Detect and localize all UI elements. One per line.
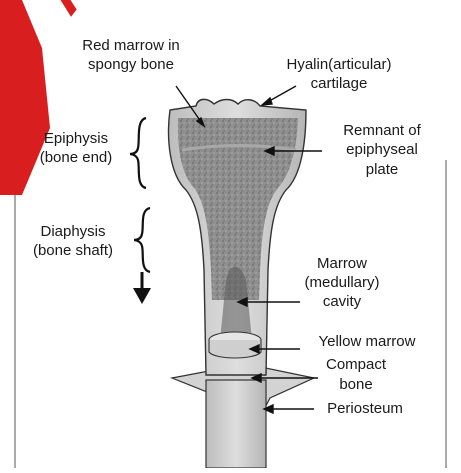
label-yellow-marrow: Yellow marrow	[319, 333, 416, 350]
label-hyalin-1: Hyalin(articular)	[286, 56, 391, 73]
label-marrow-cavity-1: Marrow	[317, 255, 367, 272]
label-marrow-cavity-3: cavity	[323, 293, 362, 310]
lower-shaft	[206, 380, 266, 468]
label-periosteum: Periosteum	[327, 400, 403, 417]
label-hyalin-2: cartilage	[311, 75, 368, 92]
label-remnant-2: epiphyseal	[346, 141, 418, 158]
label-compact-1: Compact	[326, 356, 387, 373]
label-remnant-3: plate	[366, 161, 399, 178]
label-epiphysis-1: Epiphysis	[44, 130, 108, 147]
long-bone	[169, 99, 314, 468]
label-compact-2: bone	[339, 376, 372, 393]
diaphysis-arrow-head	[133, 288, 151, 304]
leader-hyalin-head	[262, 98, 272, 105]
label-epiphysis-2: (bone end)	[40, 149, 113, 166]
label-diaphysis-2: (bone shaft)	[33, 242, 113, 259]
label-red-marrow-2: spongy bone	[88, 56, 174, 73]
label-red-marrow-1: Red marrow in	[82, 37, 180, 54]
label-remnant-1: Remnant of	[343, 122, 421, 139]
svg-text:AS: AS	[24, 0, 135, 27]
epiphysis-brace	[130, 118, 146, 188]
label-marrow-cavity-2: (medullary)	[304, 274, 379, 291]
label-diaphysis-1: Diaphysis	[40, 223, 105, 240]
diaphysis-brace	[134, 208, 150, 272]
